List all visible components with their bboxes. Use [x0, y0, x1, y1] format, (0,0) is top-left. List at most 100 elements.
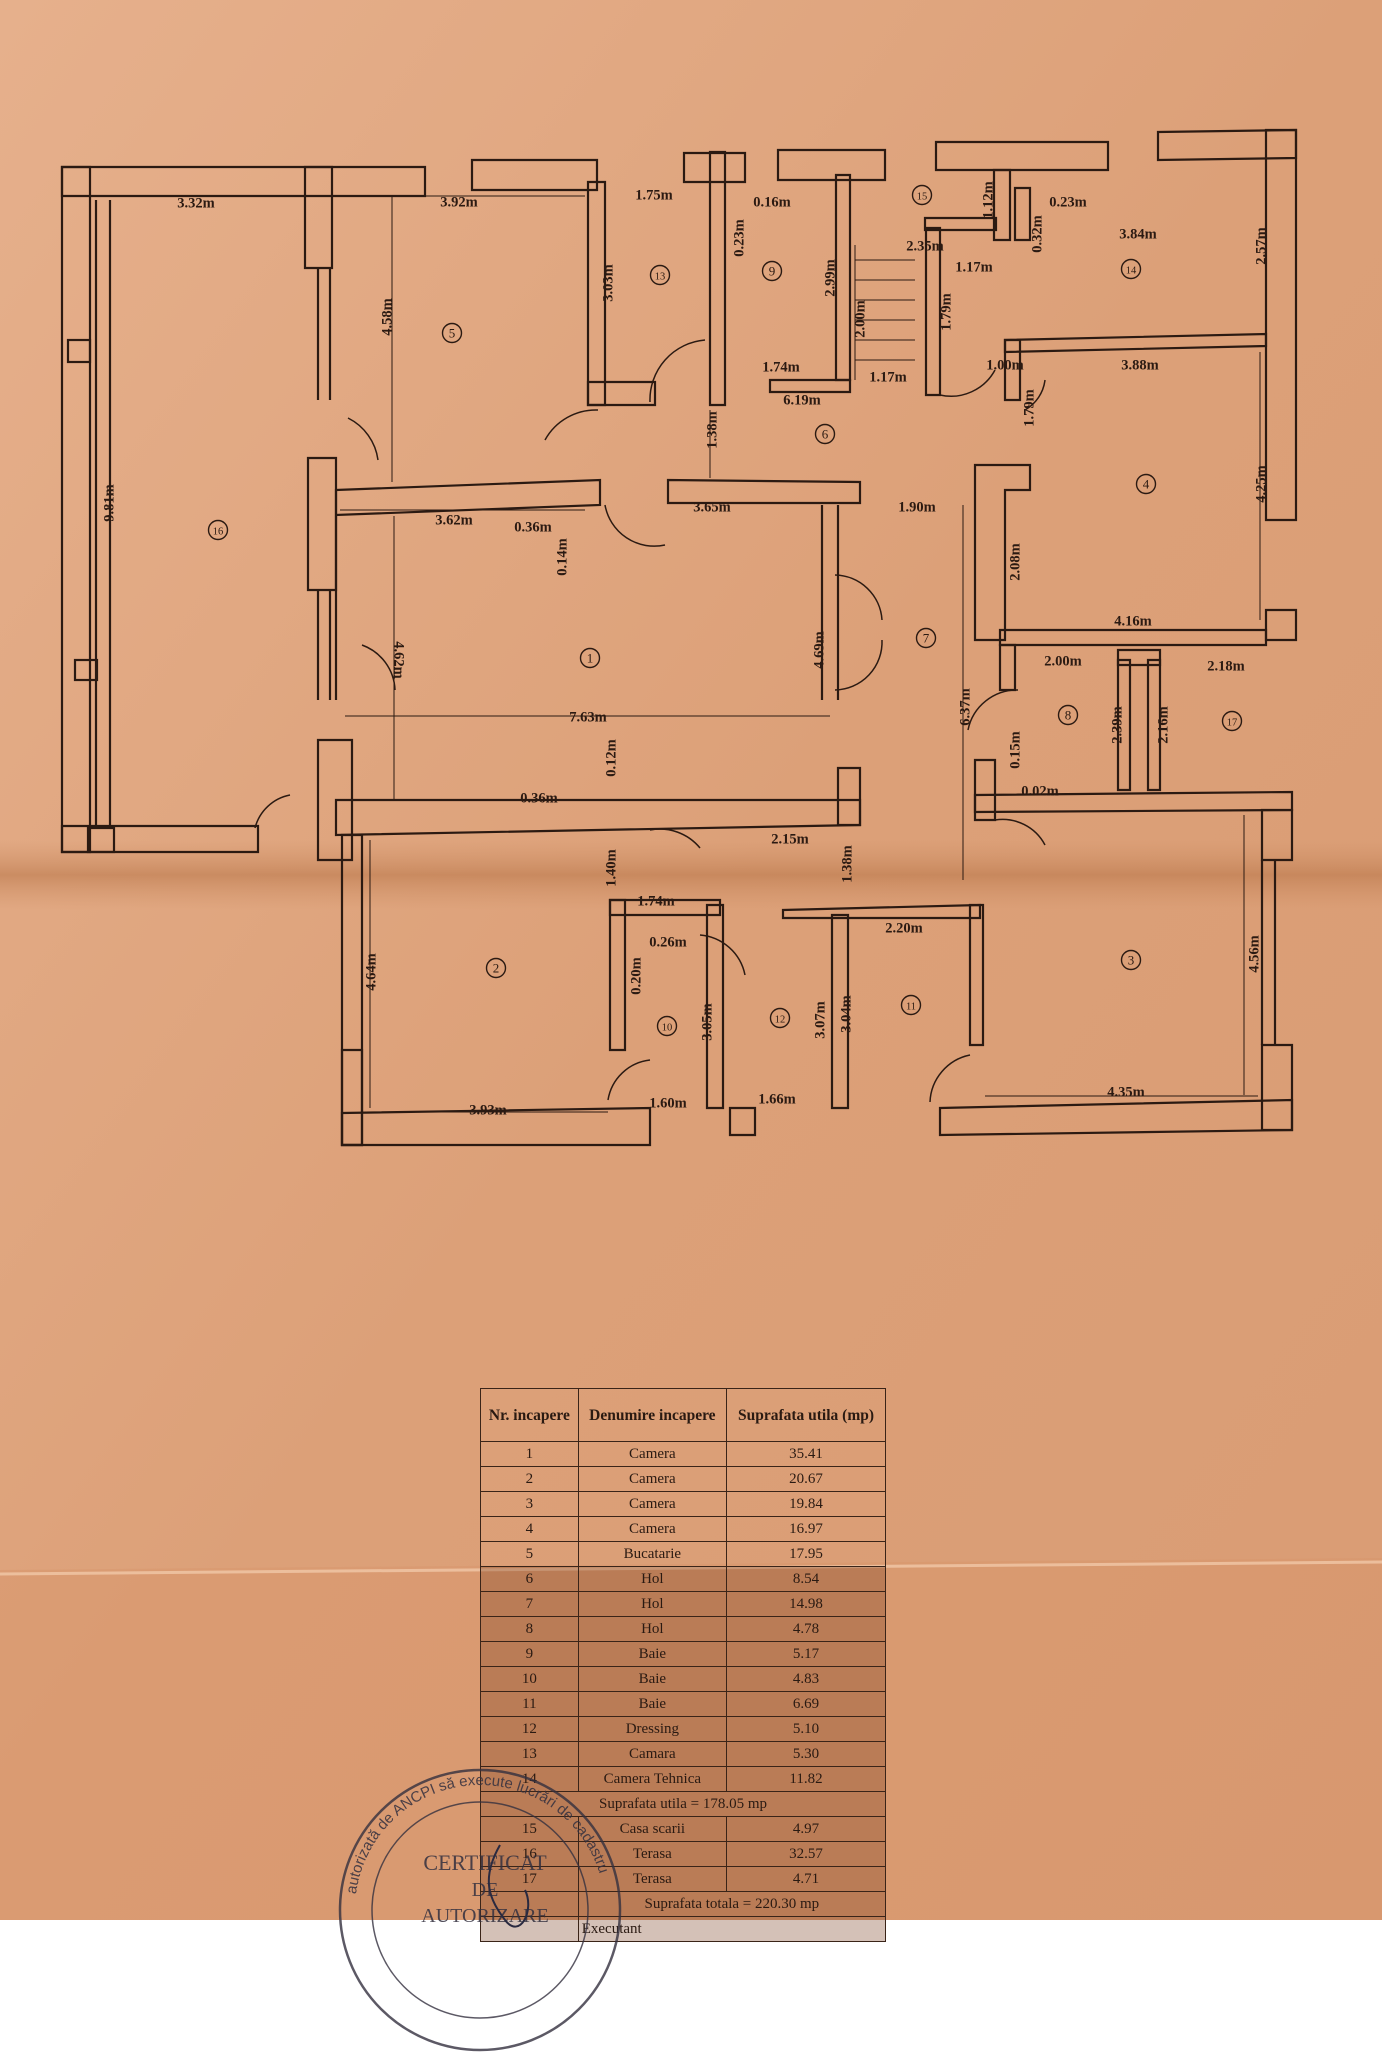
dimension-label: 1.90m	[898, 499, 935, 515]
room-number: 2	[493, 961, 500, 976]
stamp-ring-text: autorizată de ANCPI să execute lucrări d…	[343, 1772, 612, 1895]
cell-nr: 3	[480, 1491, 579, 1517]
room-marker-circle	[579, 647, 601, 669]
cell-area: 16.97	[725, 1516, 887, 1542]
room-number: 10	[662, 1023, 673, 1034]
room-number: 12	[775, 1015, 786, 1026]
dimension-label: 2.00m	[852, 300, 868, 337]
room-marker: 14	[1120, 258, 1142, 280]
dimension-label: 3.05m	[699, 1003, 715, 1040]
cell-nr: 16	[480, 1841, 579, 1867]
room-number: 9	[769, 264, 776, 279]
dimension-label: 0.15m	[1007, 731, 1023, 768]
cell-area: 5.17	[725, 1641, 887, 1667]
room-marker: 5	[441, 322, 463, 344]
cell-area: 4.83	[725, 1666, 887, 1692]
cell-nr: 4	[480, 1516, 579, 1542]
dimension-label: 2.08m	[1007, 543, 1023, 580]
svg-text:autorizată de ANCPI să execute: autorizată de ANCPI să execute lucrări d…	[343, 1772, 612, 1895]
dimension-label: 1.74m	[637, 893, 674, 909]
cell-nr: 10	[480, 1666, 579, 1692]
dimension-label: 6.19m	[783, 392, 820, 408]
room-number: 11	[906, 1002, 916, 1013]
dimension-label: 4.69m	[811, 631, 827, 668]
dimension-label: 1.00m	[986, 357, 1023, 373]
walls	[60, 128, 1298, 1147]
room-marker: 12	[769, 1007, 791, 1029]
cell-area: 11.82	[725, 1766, 887, 1792]
dimension-label: 0.36m	[520, 790, 557, 806]
cell-area: 14.98	[725, 1591, 887, 1617]
cell-name: Camara	[577, 1741, 727, 1767]
room-marker-circle	[1120, 949, 1142, 971]
dimension-label: 0.12m	[603, 739, 619, 776]
stamp-line-2: DE	[472, 1879, 499, 1901]
cell-name: Camera	[577, 1441, 727, 1467]
dimension-label: 2.35m	[906, 238, 943, 254]
room-number: 1	[587, 651, 594, 666]
stamp-line-1: CERTIFICAT	[423, 1850, 547, 1875]
cell-nr: 6	[480, 1566, 579, 1592]
cell-name: Bucatarie	[577, 1541, 727, 1567]
door-swings	[254, 339, 1046, 1103]
cell-area: 8.54	[725, 1566, 887, 1592]
dimension-label: 0.26m	[649, 934, 686, 950]
room-marker: 13	[649, 264, 671, 286]
cell-nr: 1	[480, 1441, 579, 1467]
room-marker: 8	[1057, 704, 1079, 726]
cell-area: 19.84	[725, 1491, 887, 1517]
dimension-label: 1.40m	[603, 849, 619, 886]
cell-name: Baie	[577, 1691, 727, 1717]
dimension-label: 4.56m	[1246, 935, 1262, 972]
dimension-label: 4.35m	[1107, 1084, 1144, 1100]
dimension-label: 4.62m	[391, 641, 407, 678]
dimension-label: 2.00m	[1044, 653, 1081, 669]
cell-name: Terasa	[577, 1841, 727, 1867]
dimension-label: 3.62m	[435, 512, 472, 528]
room-marker-circle	[485, 957, 507, 979]
cell-area: 4.97	[725, 1816, 887, 1842]
dimension-label: 2.39m	[1109, 706, 1125, 743]
stamp-line-3: AUTORIZARE	[421, 1905, 548, 1927]
dimension-label: 2.18m	[1207, 658, 1244, 674]
cell-nr: 17	[480, 1866, 579, 1892]
dimension-label: 1.17m	[869, 369, 906, 385]
room-marker: 2	[485, 957, 507, 979]
dimension-label: 1.38m	[704, 411, 720, 448]
cell-area: 6.69	[725, 1691, 887, 1717]
dimension-label: 7.63m	[569, 709, 606, 725]
room-marker-circle	[1057, 704, 1079, 726]
room-marker: 6	[814, 423, 836, 445]
dimension-label: 1.75m	[635, 187, 672, 203]
dimension-label: 0.23m	[1049, 194, 1086, 210]
total-spacer	[480, 1891, 579, 1917]
cell-nr: 13	[480, 1741, 579, 1767]
dimension-lines	[98, 195, 1261, 1113]
cell-name: Baie	[577, 1666, 727, 1692]
cell-nr: 9	[480, 1641, 579, 1667]
dimension-label: 3.07m	[812, 1001, 828, 1038]
dimension-label: 1.60m	[649, 1095, 686, 1111]
dimension-label: 6.37m	[957, 688, 973, 725]
dimension-label: 4.25m	[1253, 465, 1269, 502]
dimension-label: 1.66m	[758, 1091, 795, 1107]
cell-name: Hol	[577, 1566, 727, 1592]
room-number: 8	[1065, 708, 1072, 723]
room-number: 4	[1143, 477, 1150, 492]
